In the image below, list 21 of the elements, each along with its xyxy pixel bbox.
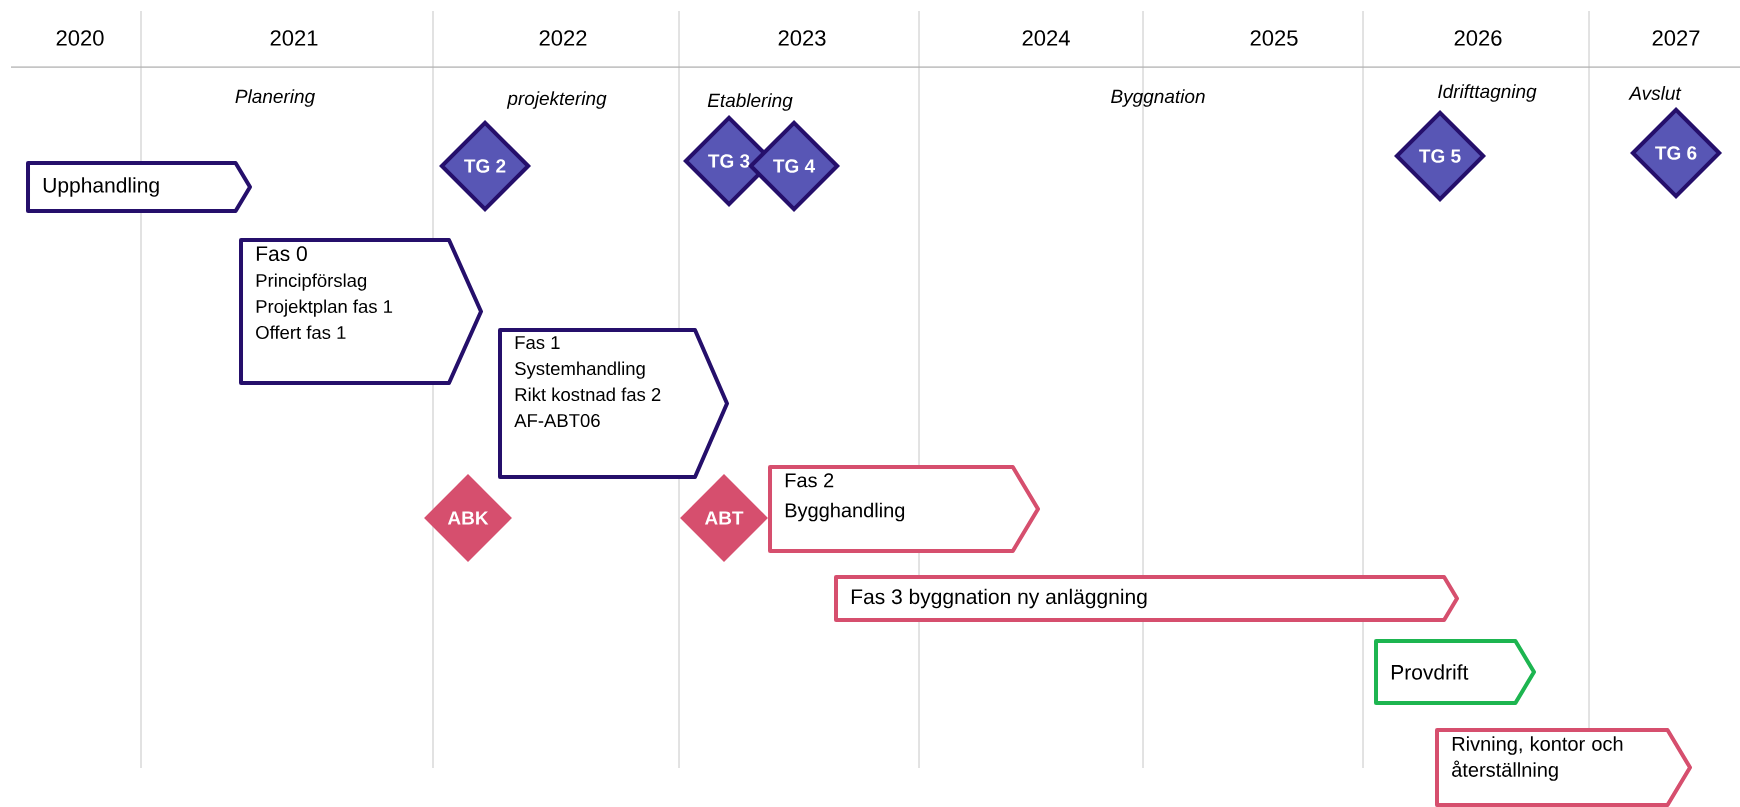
phase-label: Byggnation: [1111, 89, 1205, 107]
phase-box: Fas 1 Systemhandling Rikt kostnad fas 2 AF-ABT06: [498, 328, 729, 479]
phase-label: Planering: [235, 89, 315, 107]
phase-label: Idrifttagning: [1438, 84, 1537, 102]
year-label: 2024: [1022, 30, 1070, 46]
phase-box: Upphandling: [26, 161, 252, 213]
year-label: 2020: [56, 30, 104, 46]
year-label: 2026: [1454, 30, 1502, 46]
phase-box: Fas 2 Bygghandling: [768, 465, 1040, 553]
year-label: 2027: [1652, 30, 1700, 46]
phase-label: projektering: [506, 91, 607, 109]
year-label: 2021: [270, 30, 318, 46]
phase-box: Provdrift: [1374, 639, 1536, 705]
phase-box: Rivning, kontor och återställning: [1435, 728, 1692, 807]
year-label: 2025: [1250, 30, 1298, 46]
year-label: 2022: [539, 30, 587, 46]
phase-box: Fas 0 Principförslag Projektplan fas 1 Offert fas 1: [239, 238, 483, 385]
node-label: Rivning, kontor och återställning: [1452, 736, 1623, 781]
year-label: 2023: [778, 30, 826, 46]
phase-box: Fas 3 byggnation ny anläggning: [834, 575, 1459, 622]
phase-label: Etablering: [707, 93, 793, 111]
